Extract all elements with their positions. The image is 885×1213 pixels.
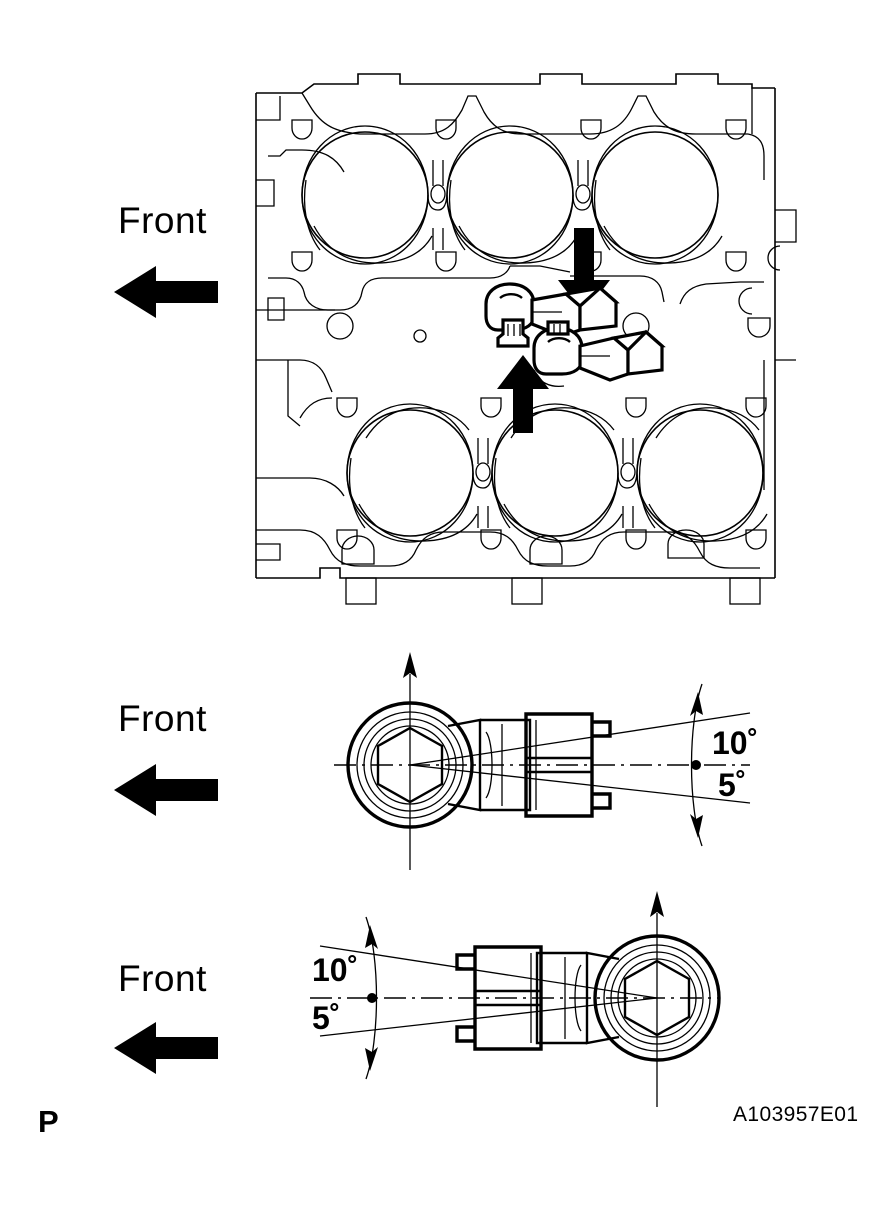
front-arrow-tensioner-lower-icon [114, 1022, 218, 1074]
block-left-details [256, 96, 281, 207]
angle-dimension-arc-lower [365, 916, 378, 1080]
lower-bank-deck [256, 359, 765, 497]
upper-bank-deck [268, 92, 765, 180]
corner-mark: P [38, 1104, 59, 1139]
oil-jet-no-2 [532, 320, 666, 388]
angle-label-5deg-upper: 5˚ [718, 767, 747, 803]
figure-code: A103957E01 [733, 1103, 859, 1126]
angle-label-10deg-upper: 10˚ [712, 725, 759, 761]
vertical-centerline-upper [403, 652, 417, 870]
oil-jet-assembly-group [484, 282, 620, 348]
front-label-tensioner-upper: Front [118, 698, 207, 739]
upper-head-bolt-holes [291, 119, 747, 140]
upper-bank-bores [301, 125, 723, 265]
lower-bank-bores [346, 403, 768, 543]
lower-head-bolt-holes [336, 397, 767, 550]
angle-label-10deg-lower: 10˚ [312, 952, 359, 988]
panel-tensioner-upper: Front [0, 630, 885, 900]
panel-tensioner-lower: Front [0, 890, 885, 1120]
front-label-block: Front [118, 200, 207, 241]
angle-rays-lower [319, 945, 658, 1037]
tensioner-upper-drawing [334, 652, 751, 870]
front-arrow-block-icon [114, 266, 218, 318]
front-arrow-tensioner-upper-icon [114, 764, 218, 816]
tensioner-body-lower [455, 945, 620, 1051]
block-skirt [256, 529, 761, 605]
oil-jet-no-1 [484, 282, 620, 348]
panel-cylinder-block: Front [114, 73, 797, 605]
angle-dimension-arc-upper [690, 683, 703, 847]
angle-label-5deg-lower: 5˚ [312, 1000, 341, 1036]
tensioner-body-upper [447, 712, 612, 818]
tensioner-head-upper [346, 701, 474, 829]
tensioner-lower-drawing [310, 891, 721, 1107]
block-right-details [751, 88, 797, 361]
mid-deck [256, 265, 771, 343]
block-outline [255, 73, 776, 579]
cylinder-block-drawing [255, 73, 797, 605]
front-label-tensioner-lower: Front [118, 958, 207, 999]
tensioner-head-lower [593, 934, 721, 1062]
